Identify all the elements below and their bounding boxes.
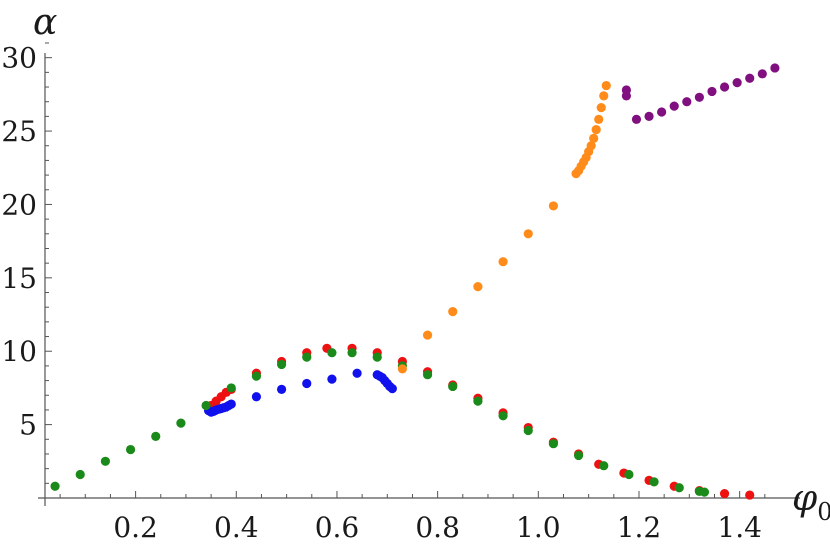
data-point (589, 133, 599, 144)
x-tick-label: 0.4 (214, 511, 259, 544)
data-point (599, 91, 609, 101)
data-point (422, 370, 433, 380)
data-point (624, 469, 634, 480)
data-point (276, 359, 287, 370)
y-tick-label: 5 (19, 409, 37, 442)
data-point (649, 477, 659, 487)
data-point (327, 348, 337, 358)
data-point (745, 73, 755, 83)
data-point (631, 114, 642, 124)
data-point (596, 102, 606, 113)
data-point (397, 364, 407, 374)
y-tick-label: 15 (1, 262, 37, 295)
data-point (100, 456, 111, 466)
x-axis-label-subscript: 0 (817, 498, 830, 526)
data-point (226, 399, 236, 409)
data-point (548, 439, 559, 449)
data-point (302, 352, 312, 362)
data-point (422, 330, 433, 340)
data-point (473, 396, 483, 406)
y-tick-label: 20 (1, 188, 37, 221)
data-point (694, 92, 704, 102)
data-point (548, 201, 559, 211)
data-point (707, 86, 717, 97)
data-point (573, 450, 584, 461)
data-point (657, 107, 667, 117)
data-point (523, 229, 533, 239)
data-point (352, 368, 362, 378)
x-ticks: 0.2 0.4 0.6 0.8 1.0 1.2 1.4 (59, 491, 766, 544)
x-tick-label: 0.8 (415, 511, 460, 544)
data-point (699, 487, 710, 497)
data-point (757, 69, 767, 79)
data-point (251, 371, 262, 381)
data-point (719, 488, 730, 499)
data-points (50, 63, 780, 500)
data-point (251, 392, 262, 402)
data-point (201, 400, 211, 411)
data-point (372, 352, 382, 362)
y-ticks: 5 10 15 20 25 30 (1, 42, 52, 484)
data-point (498, 257, 508, 267)
axes (38, 53, 800, 506)
data-point (719, 82, 730, 92)
data-point (347, 348, 357, 358)
x-axis-label: φ0 (792, 478, 830, 526)
x-axis-label-symbol: φ (792, 478, 818, 519)
data-point (732, 78, 742, 88)
x-tick-label: 1.0 (516, 511, 561, 544)
data-point (387, 384, 397, 394)
y-axis-label: α (33, 2, 57, 43)
data-point (276, 384, 287, 394)
data-point (674, 483, 684, 493)
data-point (745, 490, 755, 500)
data-point (599, 461, 609, 471)
data-point (125, 444, 136, 455)
data-point (586, 141, 596, 151)
data-point (594, 114, 604, 124)
data-point (621, 91, 632, 101)
x-tick-label: 1.4 (717, 511, 762, 544)
data-point (473, 282, 483, 292)
x-tick-label: 0.6 (315, 511, 360, 544)
y-tick-label: 10 (1, 335, 37, 368)
data-point (601, 80, 611, 91)
data-point (176, 418, 186, 428)
data-point (226, 383, 236, 393)
data-point (591, 124, 601, 135)
y-tick-label: 30 (1, 42, 37, 75)
data-point (644, 111, 654, 121)
data-point (151, 431, 161, 441)
data-point (682, 97, 692, 107)
x-tick-label: 0.2 (113, 511, 158, 544)
data-point (448, 381, 458, 392)
x-tick-label: 1.2 (617, 511, 662, 544)
data-point (770, 63, 780, 73)
y-tick-label: 25 (1, 115, 37, 148)
data-point (302, 378, 312, 389)
data-point (669, 101, 679, 111)
data-point (523, 425, 533, 436)
data-point (75, 469, 85, 480)
data-point (498, 411, 508, 421)
data-point (448, 306, 458, 317)
data-point (50, 481, 60, 491)
data-point (327, 374, 337, 384)
